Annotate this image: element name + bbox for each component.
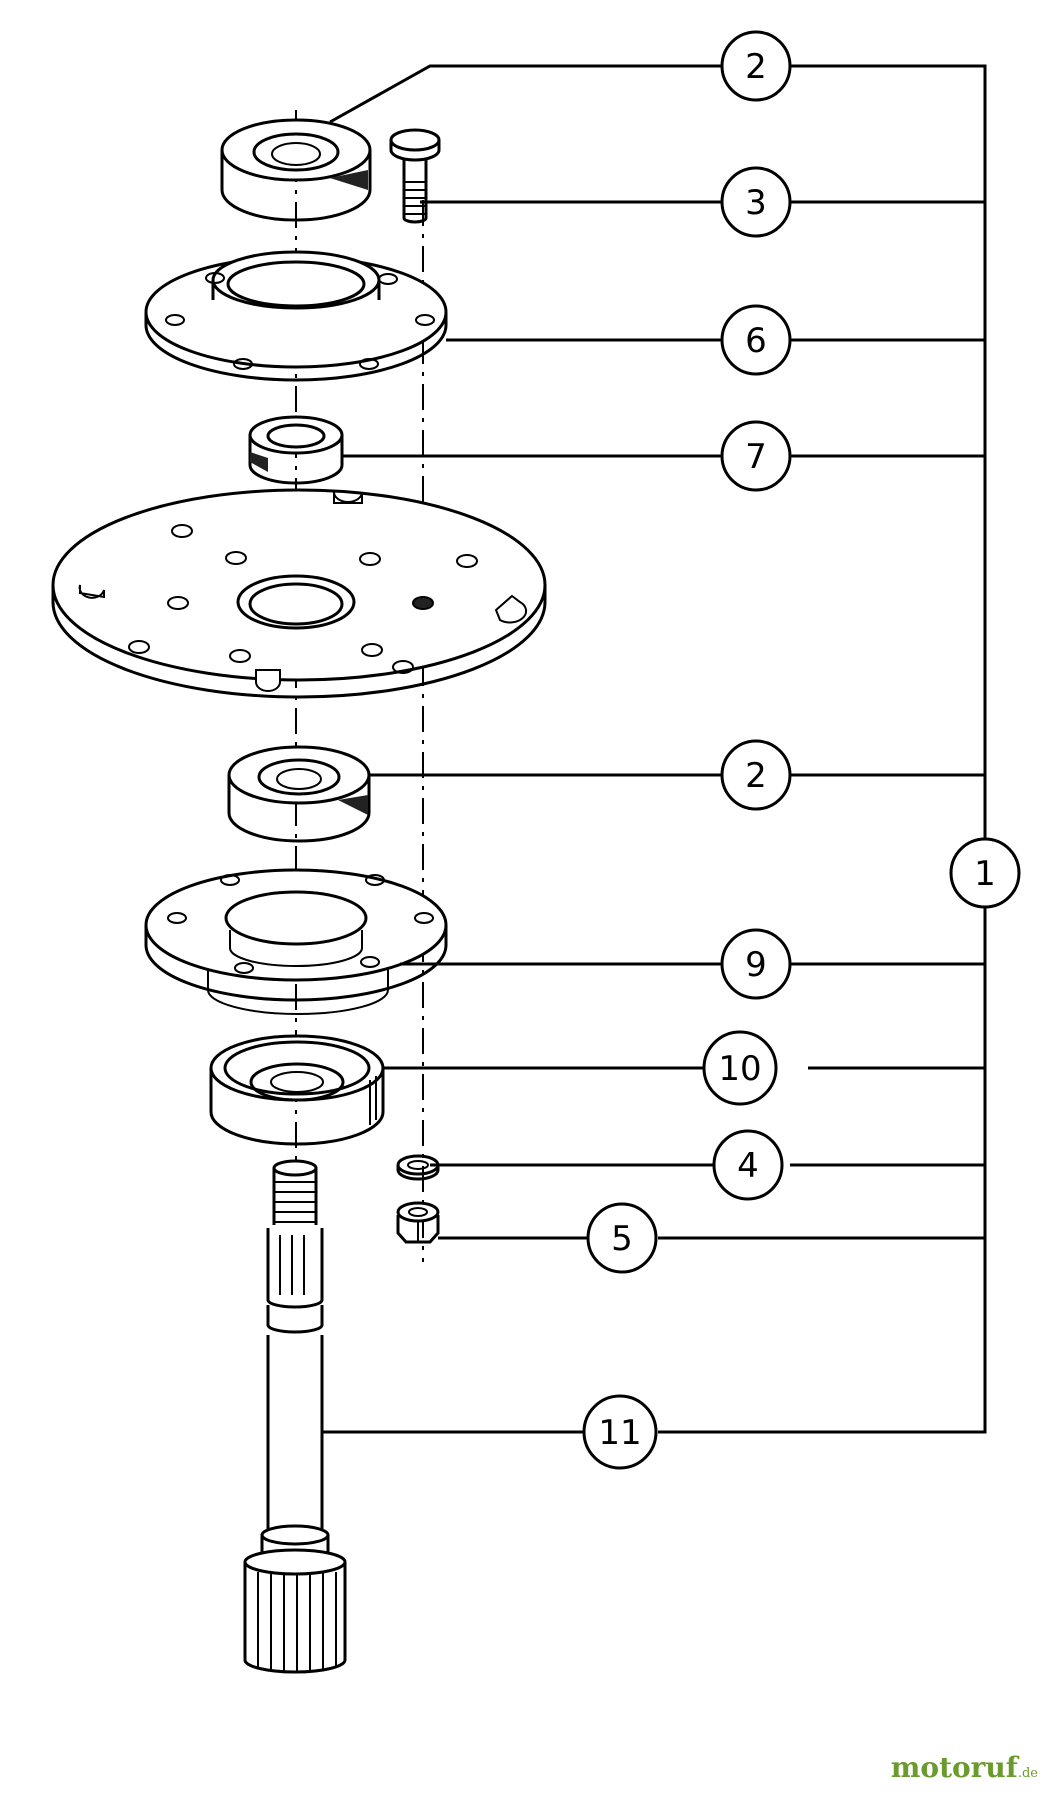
- watermark-name: motoruf: [890, 1751, 1018, 1784]
- callout-4: 4: [712, 1129, 784, 1201]
- callout-3-label: 3: [745, 183, 767, 223]
- callout-6: 6: [720, 304, 792, 376]
- callout-9: 9: [720, 928, 792, 1000]
- callout-1: 1: [949, 837, 1021, 909]
- lock-washer: [396, 1154, 440, 1181]
- drive-shaft: [243, 1159, 347, 1674]
- gear-ring: [209, 1034, 385, 1146]
- callout-7: 7: [720, 420, 792, 492]
- callout-2-top-label: 2: [745, 47, 767, 87]
- lower-bearing: [227, 745, 371, 843]
- spacer-ring: [248, 415, 344, 485]
- callout-11-label: 11: [598, 1413, 641, 1453]
- callout-11: 11: [582, 1394, 658, 1470]
- callout-7-label: 7: [745, 437, 767, 477]
- blade-carrier-plate: [51, 488, 547, 699]
- watermark-suffix: .de: [1017, 1766, 1038, 1781]
- callout-9-label: 9: [745, 945, 767, 985]
- callout-5: 5: [586, 1202, 658, 1274]
- callout-3: 3: [720, 166, 792, 238]
- callout-5-label: 5: [611, 1219, 633, 1259]
- callout-2-bottom-label: 2: [745, 756, 767, 796]
- hex-nut: [396, 1201, 440, 1244]
- callout-6-label: 6: [745, 321, 767, 361]
- watermark-logo: motoruf.de: [891, 1751, 1038, 1784]
- bolt: [389, 128, 441, 224]
- leader-lines: [322, 64, 987, 1434]
- callout-4-label: 4: [737, 1146, 759, 1186]
- upper-bearing: [220, 118, 372, 222]
- lower-flange: [144, 868, 448, 1015]
- callout-10-label: 10: [718, 1049, 761, 1089]
- callout-2-top: 2: [720, 30, 792, 102]
- callout-10: 10: [702, 1030, 778, 1106]
- callout-1-label: 1: [974, 854, 996, 894]
- callout-2-bottom: 2: [720, 739, 792, 811]
- upper-flange: [144, 250, 448, 382]
